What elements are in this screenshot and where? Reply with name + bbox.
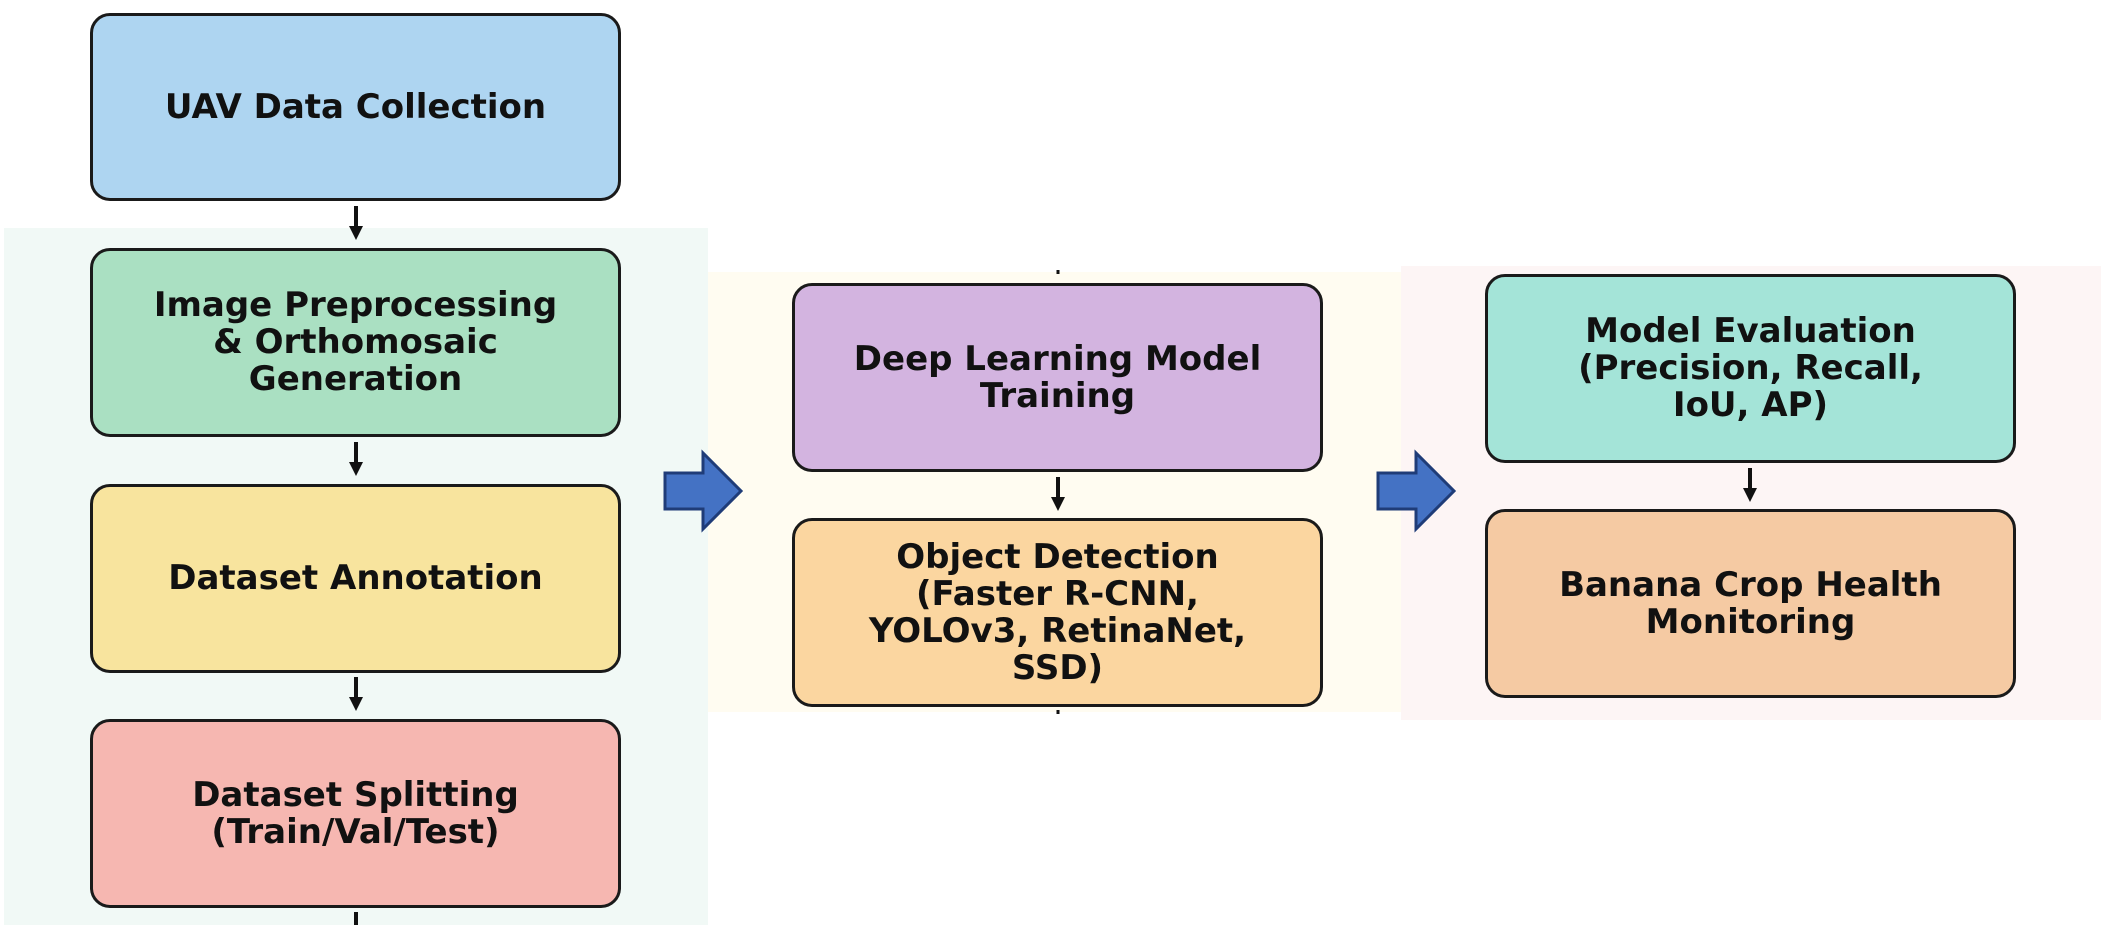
node-image-preprocessing: Image Preprocessing & Orthomosaic Genera… [90, 248, 621, 437]
block-arrow-right-icon [1376, 449, 1457, 533]
node-deep-learning-training: Deep Learning Model Training [792, 283, 1323, 472]
block-arrow-right-icon [663, 449, 744, 533]
node-dataset-splitting: Dataset Splitting (Train/Val/Test) [90, 719, 621, 908]
arrow-down-icon [349, 206, 363, 240]
arrow-stub-bottom [1056, 710, 1060, 714]
arrow-down-icon [1051, 477, 1065, 511]
node-object-detection: Object Detection (Faster R-CNN, YOLOv3, … [792, 518, 1323, 707]
arrow-down-icon [349, 677, 363, 711]
arrow-down-stub [354, 912, 358, 925]
node-dataset-annotation: Dataset Annotation [90, 484, 621, 673]
arrow-down-icon [1743, 468, 1757, 502]
arrow-down-icon [349, 442, 363, 476]
node-uav-data-collection: UAV Data Collection [90, 13, 621, 201]
node-model-evaluation: Model Evaluation (Precision, Recall, IoU… [1485, 274, 2016, 463]
node-banana-crop-health-monitoring: Banana Crop Health Monitoring [1485, 509, 2016, 698]
arrow-stub-top [1056, 270, 1060, 274]
